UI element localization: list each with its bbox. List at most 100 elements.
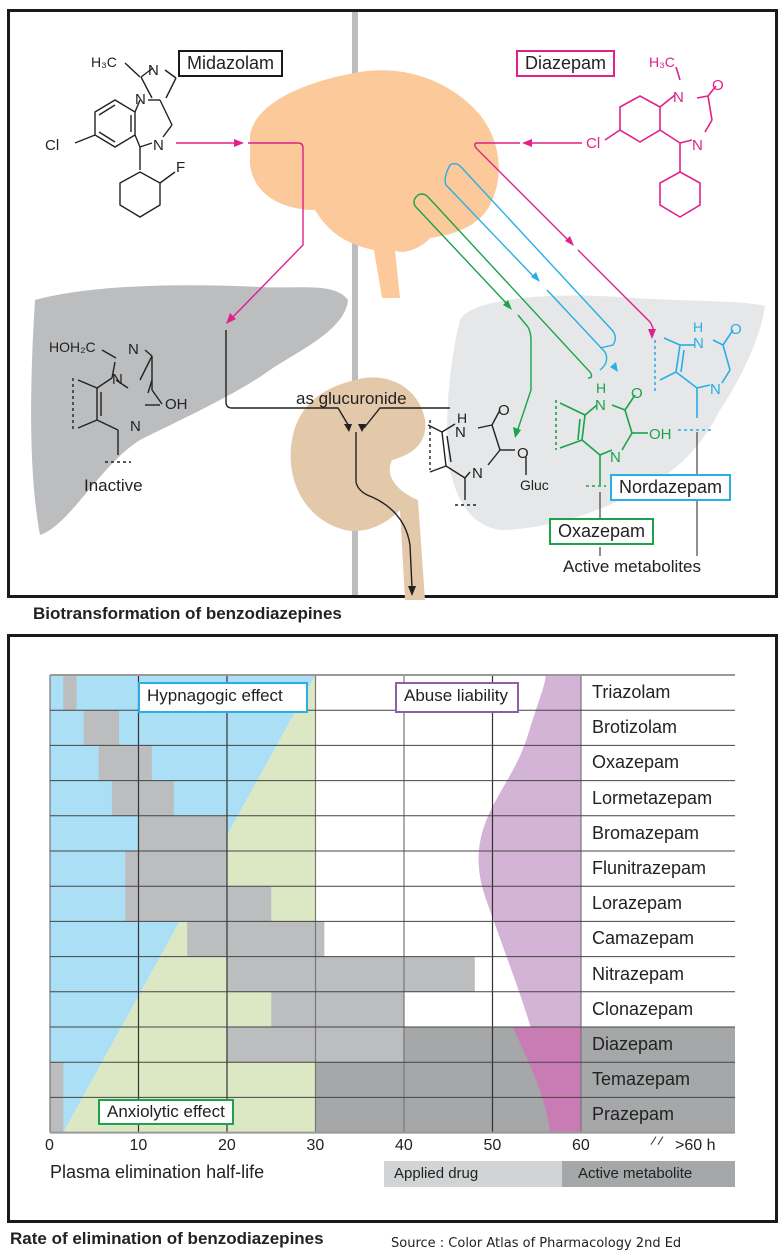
abuse-liability-overlap	[512, 1027, 581, 1133]
x-tick-label: >60 h	[675, 1136, 716, 1154]
elimination-panel	[7, 634, 778, 1223]
bar-applied-brotizolam	[83, 710, 120, 746]
as-glucuronide-label: as glucuronide	[296, 389, 407, 408]
svg-text:N: N	[455, 424, 466, 441]
bar-applied-nitrazepam	[227, 956, 475, 992]
svg-text:N: N	[710, 381, 721, 398]
inactive-metabolite-structure	[72, 349, 163, 463]
svg-text:N: N	[673, 89, 684, 106]
svg-text:N: N	[153, 137, 164, 154]
diazepam-label: Diazepam	[516, 50, 616, 77]
drug-label-lormetazepam: Lormetazepam	[592, 787, 713, 808]
midazolam-pathway-arrow	[176, 142, 304, 321]
svg-text:N: N	[693, 335, 704, 352]
x-tick-label: 50	[483, 1136, 502, 1154]
svg-text:N: N	[128, 341, 139, 358]
drug-label-camazepam: Camazepam	[592, 928, 695, 949]
abuse-liability-label: Abuse liability	[395, 682, 519, 713]
bar-applied-triazolam	[63, 675, 77, 711]
midazolam-h3c: H₃C	[91, 54, 117, 70]
bar-applied-prazepam	[50, 1097, 64, 1133]
nordazepam-pathway-arrow	[444, 162, 616, 371]
bar-applied-camazepam	[187, 921, 325, 957]
svg-text:H: H	[596, 380, 606, 396]
svg-text:N: N	[610, 449, 621, 466]
liver-left-shape	[31, 285, 349, 535]
svg-text:OH: OH	[649, 426, 672, 443]
biotransformation-caption: Biotransformation of benzodiazepines	[33, 604, 342, 623]
svg-text:N: N	[595, 397, 606, 414]
svg-text:N: N	[135, 91, 146, 108]
axis-break-mark	[657, 1136, 664, 1145]
arrowhead-icon	[513, 427, 521, 438]
svg-text:O: O	[498, 402, 510, 419]
drug-label-clonazepam: Clonazepam	[592, 998, 694, 1019]
nordazepam-structure	[654, 329, 734, 431]
bar-metabolite-prazepam	[315, 1097, 735, 1133]
nordazepam-label: Nordazepam	[610, 474, 732, 501]
anxiolytic-effect-label: Anxiolytic effect	[98, 1099, 234, 1125]
midazolam-structure	[74, 62, 177, 218]
svg-text:H₃C: H₃C	[649, 54, 675, 70]
axis-break-mark	[650, 1136, 657, 1145]
bar-applied-bromazepam	[138, 815, 227, 851]
divider	[352, 12, 358, 595]
abuse-liability-region	[478, 675, 581, 1133]
inactive-label: Inactive	[84, 476, 143, 495]
oxazepam-pathway-arrow	[413, 193, 593, 433]
legend-applied-drug: Applied drug	[384, 1161, 562, 1187]
x-tick-label: 10	[129, 1136, 148, 1154]
bar-applied-lormetazepam	[111, 780, 174, 816]
arrowhead-icon	[522, 139, 532, 147]
brain-shape	[250, 70, 499, 298]
drug-label-temazepam: Temazepam	[592, 1069, 691, 1090]
bar-applied-flunitrazepam	[125, 851, 227, 887]
kidney-shape	[290, 377, 426, 600]
legend-active-metabolite: Active metabolite	[562, 1161, 735, 1187]
bar-applied-temazepam	[50, 1062, 64, 1098]
drug-label-lorazepam: Lorazepam	[592, 893, 683, 914]
drug-label-nitrazepam: Nitrazepam	[592, 963, 685, 984]
bar-applied-oxazepam	[98, 745, 152, 781]
svg-text:F: F	[176, 159, 185, 176]
svg-text:N: N	[148, 62, 159, 79]
svg-text:O: O	[631, 385, 643, 402]
oxazepam-structure	[555, 394, 648, 487]
x-tick-label: 30	[306, 1136, 325, 1154]
bar-applied-clonazepam	[271, 991, 404, 1027]
biotransformation-panel	[7, 9, 778, 598]
arrowhead-icon	[408, 586, 416, 596]
svg-text:Cl: Cl	[45, 137, 59, 154]
inactive-hoh2c: HOH₂C	[49, 339, 96, 355]
drug-label-flunitrazepam: Flunitrazepam	[592, 858, 707, 878]
svg-text:Cl: Cl	[586, 135, 600, 152]
bar-applied-lorazepam	[125, 886, 272, 922]
arrowhead-icon	[648, 329, 656, 339]
gluc-label: Gluc	[520, 477, 549, 493]
arrowhead-icon	[344, 424, 352, 432]
svg-text:N: N	[112, 371, 123, 388]
elimination-caption: Rate of elimination of benzodiazepines	[10, 1229, 324, 1248]
active-metabolites-label: Active metabolites	[563, 557, 701, 576]
x-axis-label: Plasma elimination half-life	[50, 1162, 265, 1182]
arrowhead-icon	[610, 362, 618, 372]
diazepam-structure	[604, 66, 717, 218]
x-tick-label: 0	[45, 1136, 54, 1154]
source-note: Source : Color Atlas of Pharmacology 2nd…	[391, 1236, 682, 1251]
arrowhead-icon	[226, 313, 236, 324]
x-tick-label: 40	[395, 1136, 413, 1154]
drug-label-diazepam: Diazepam	[592, 1034, 674, 1054]
bar-metabolite-temazepam	[315, 1062, 735, 1098]
drug-label-prazepam: Prazepam	[592, 1104, 675, 1125]
svg-text:OH: OH	[165, 396, 188, 413]
svg-text:N: N	[472, 465, 483, 482]
drug-label-triazolam: Triazolam	[592, 682, 671, 702]
drug-label-oxazepam: Oxazepam	[592, 752, 680, 773]
svg-text:H: H	[457, 410, 467, 426]
hypnagogic-effect-label: Hypnagogic effect	[138, 682, 308, 713]
arrowhead-icon	[531, 272, 540, 282]
svg-text:O: O	[712, 77, 724, 94]
svg-text:O: O	[517, 445, 529, 462]
arrowhead-icon	[358, 424, 366, 432]
